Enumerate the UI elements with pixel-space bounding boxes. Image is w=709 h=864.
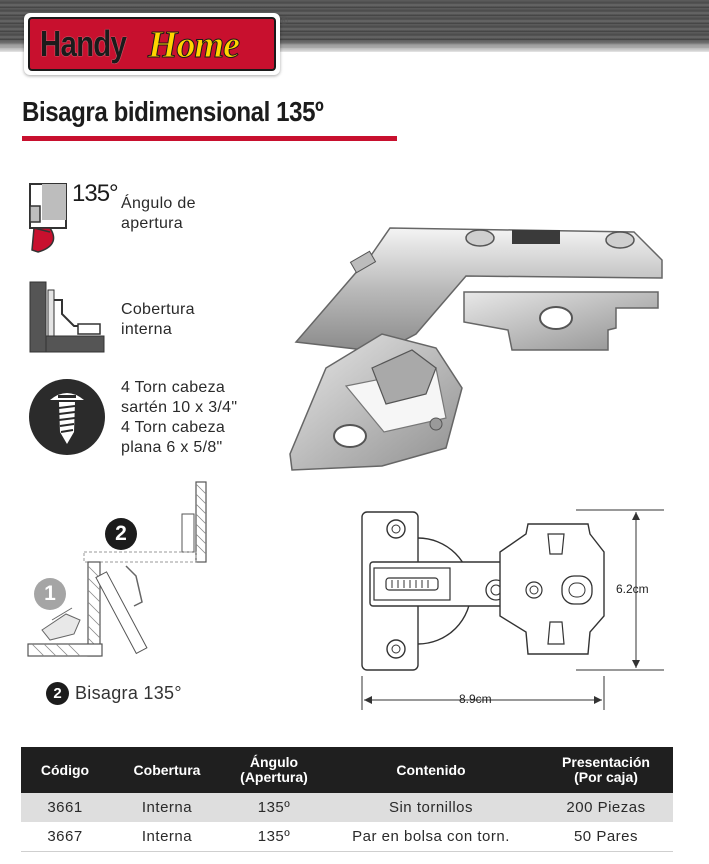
product-title: Bisagra bidimensional 135º: [22, 96, 324, 127]
col-header-angulo-line1: Ángulo: [249, 754, 299, 770]
step-1-badge: 1: [34, 578, 66, 610]
brand-name-handy: Handy: [40, 23, 127, 64]
opening-angle-value: 135°: [72, 180, 119, 207]
col-header-codigo: Código: [21, 747, 109, 793]
brand-logo-plate: Handy Home ®: [28, 15, 288, 71]
step-2-badge: 2: [105, 518, 137, 550]
screws-label-line4: plana 6 x 5/8": [121, 439, 223, 456]
brand-name-home: Home: [148, 24, 241, 67]
internal-cover-label: Cobertura interna: [121, 300, 195, 340]
screws-label: 4 Torn cabeza sartén 10 x 3/4" 4 Torn ca…: [121, 378, 237, 458]
screws-label-line2: sartén 10 x 3/4": [121, 399, 238, 416]
title-underline: [22, 136, 397, 141]
door-opening-diagram: [27, 481, 207, 657]
hinge-product-image: [289, 227, 663, 471]
col-header-presentacion-line2: (Por caja): [574, 769, 638, 785]
brand-logo: Handy Home ®: [24, 13, 288, 75]
col-header-presentacion: Presentación (Por caja): [539, 747, 673, 793]
col-header-presentacion-line1: Presentación: [562, 754, 650, 770]
opening-angle-label-line2: apertura: [121, 215, 183, 232]
opening-angle-icon: [29, 183, 67, 253]
internal-cover-icon: [29, 281, 105, 353]
cell-angulo: 135º: [225, 793, 323, 822]
cell-codigo: 3661: [21, 793, 109, 822]
cell-angulo: 135º: [225, 822, 323, 852]
cell-presentacion: 50 Pares: [539, 822, 673, 852]
hinge-technical-drawing: [361, 509, 664, 710]
col-header-angulo-line2: (Apertura): [240, 769, 308, 785]
cell-cobertura: Interna: [109, 793, 225, 822]
table-row: 3661 Interna 135º Sin tornillos 200 Piez…: [21, 793, 673, 822]
legend-number-badge: 2: [46, 682, 69, 705]
cell-codigo: 3667: [21, 822, 109, 852]
col-header-angulo: Ángulo (Apertura): [225, 747, 323, 793]
screw-icon: [29, 379, 105, 455]
height-dimension-label: 6.2cm: [616, 582, 649, 596]
internal-cover-label-line2: interna: [121, 321, 173, 338]
internal-cover-label-line1: Cobertura: [121, 301, 195, 318]
diagram-legend: 2 Bisagra 135°: [46, 682, 182, 705]
screws-label-line3: 4 Torn cabeza: [121, 419, 226, 436]
cell-contenido: Par en bolsa con torn.: [323, 822, 539, 852]
specs-table: Código Cobertura Ángulo (Apertura) Conte…: [21, 747, 673, 852]
legend-text: Bisagra 135°: [75, 683, 182, 703]
cell-presentacion: 200 Piezas: [539, 793, 673, 822]
screws-label-line1: 4 Torn cabeza: [121, 379, 226, 396]
cell-cobertura: Interna: [109, 822, 225, 852]
registered-mark-icon: ®: [279, 15, 288, 27]
table-header-row: Código Cobertura Ángulo (Apertura) Conte…: [21, 747, 673, 793]
opening-angle-label: Ángulo de apertura: [121, 194, 196, 234]
col-header-cobertura: Cobertura: [109, 747, 225, 793]
width-dimension-label: 8.9cm: [459, 692, 492, 706]
opening-angle-label-line1: Ángulo de: [121, 195, 196, 212]
col-header-contenido: Contenido: [323, 747, 539, 793]
table-row: 3667 Interna 135º Par en bolsa con torn.…: [21, 822, 673, 852]
cell-contenido: Sin tornillos: [323, 793, 539, 822]
